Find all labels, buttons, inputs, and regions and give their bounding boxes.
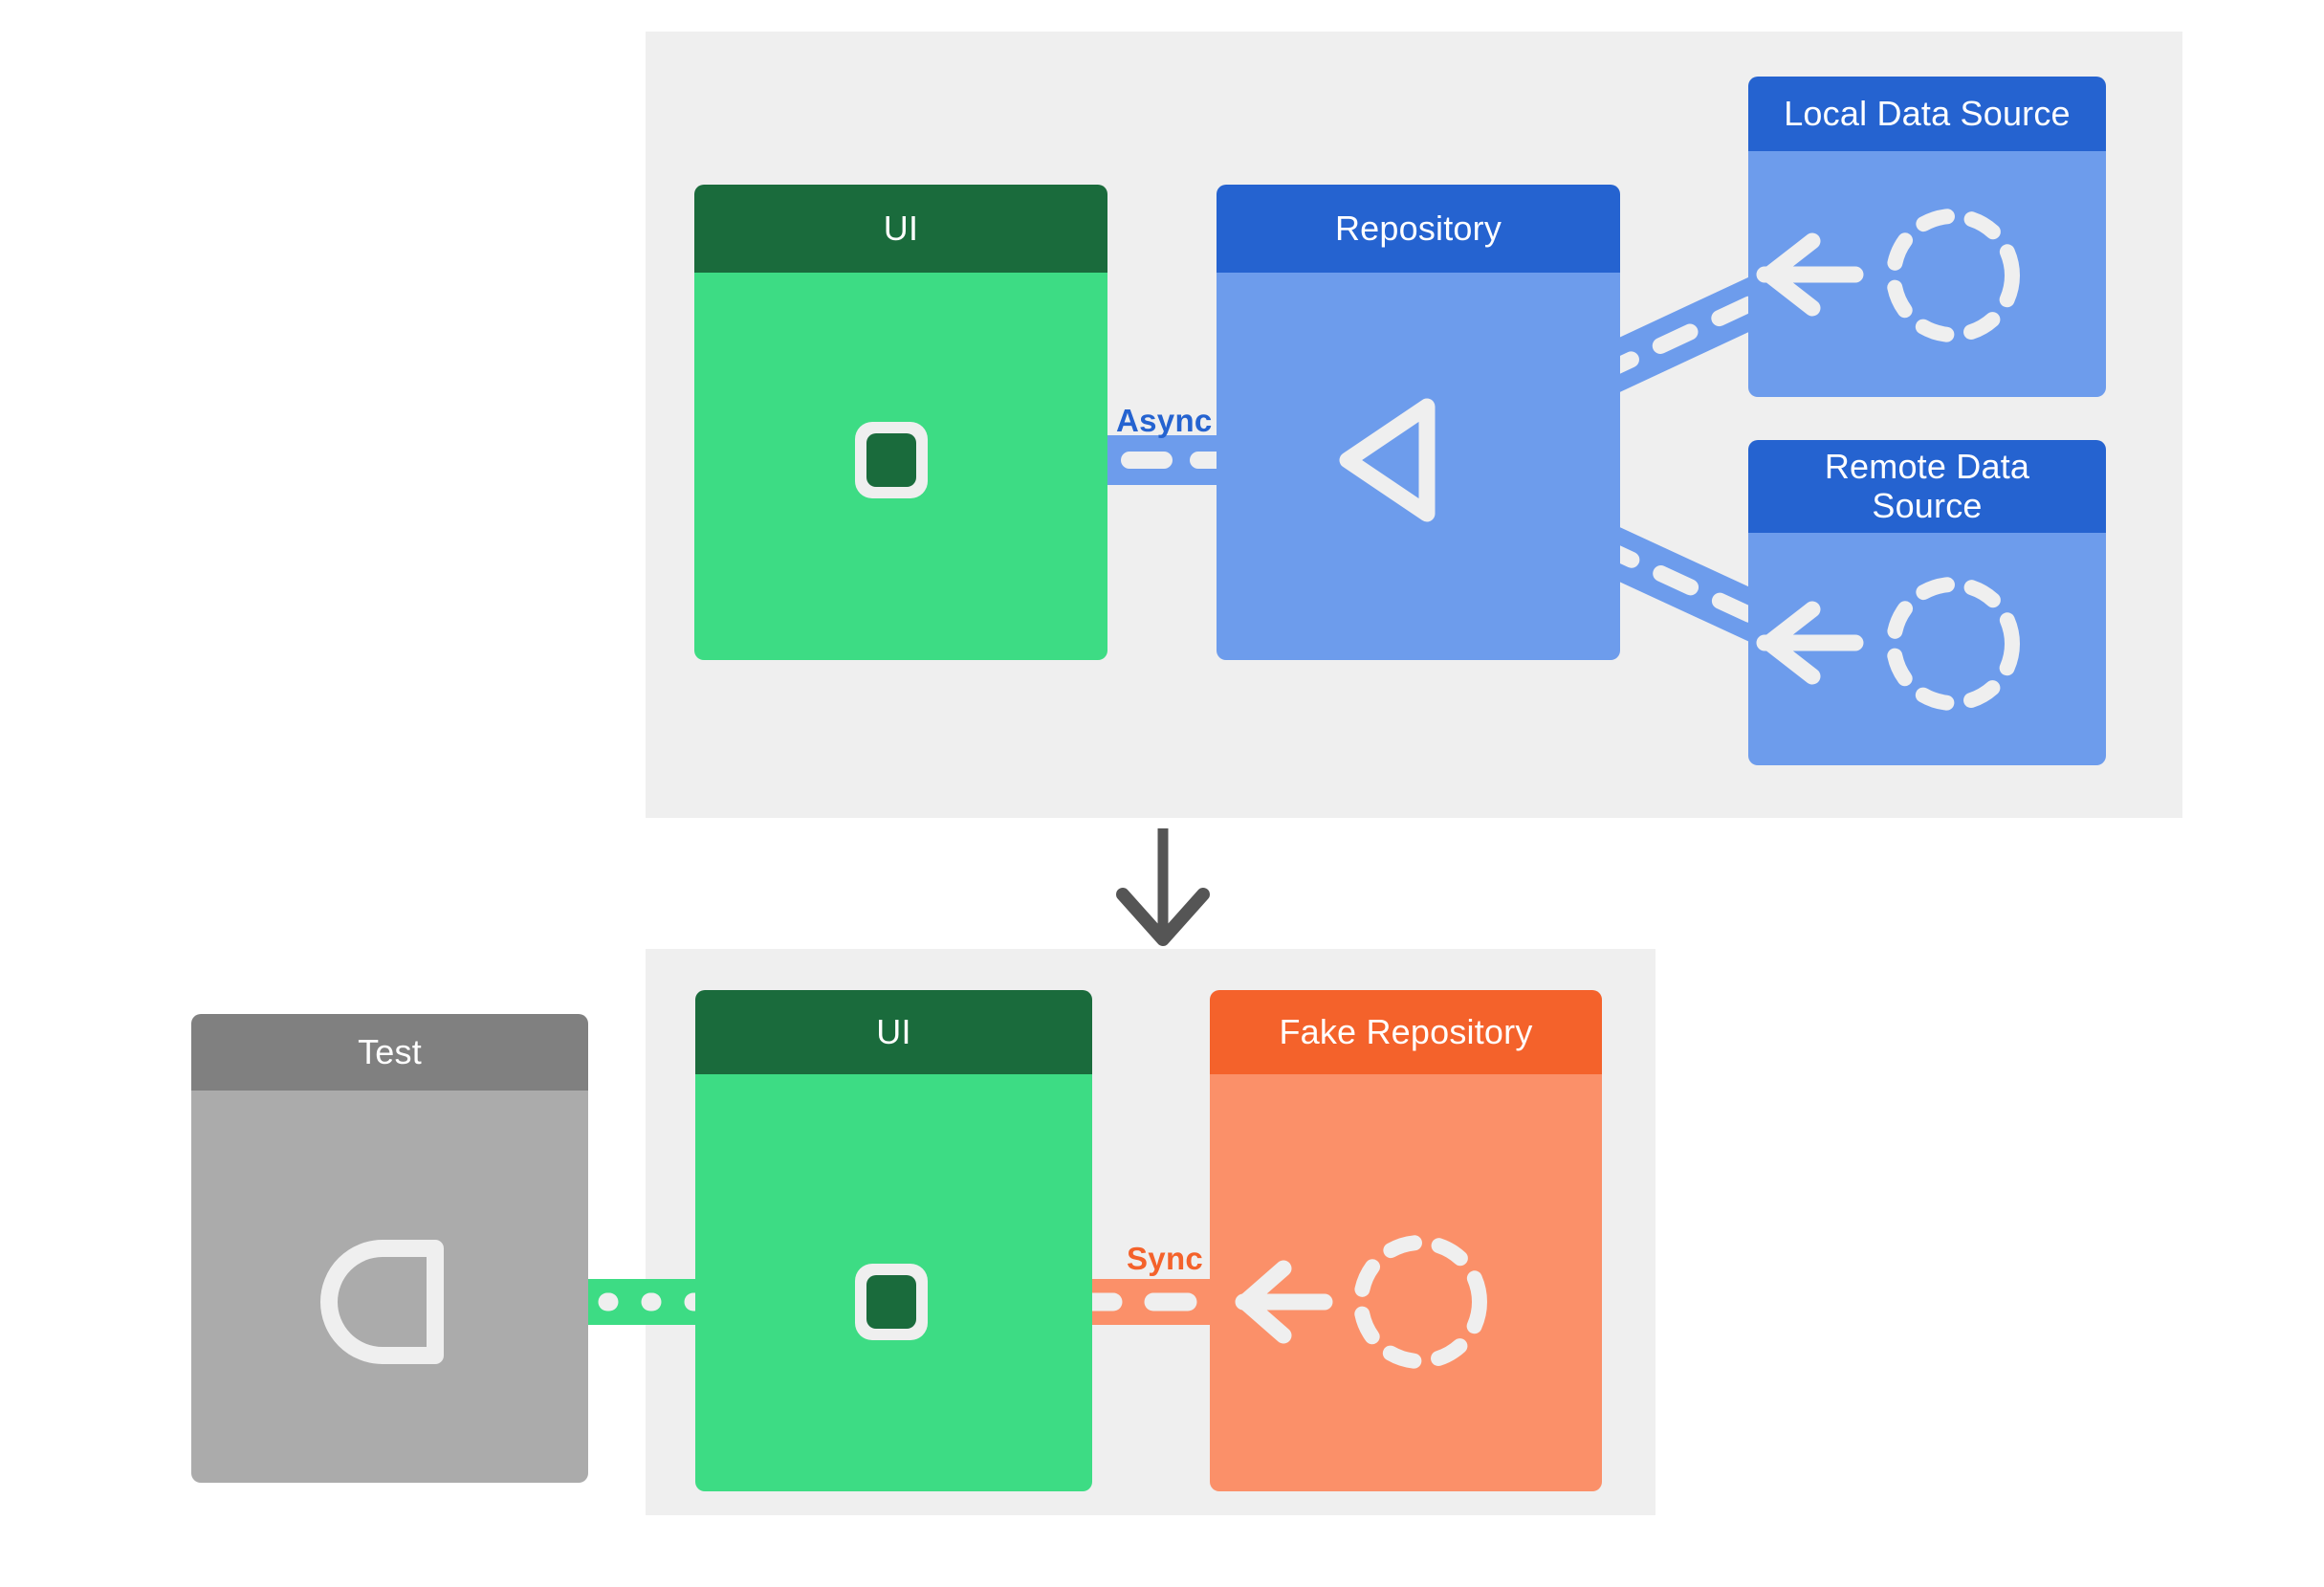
node-repository-body: [1217, 273, 1620, 660]
node-fake-repository-title: Fake Repository: [1210, 990, 1602, 1074]
node-ui-title: UI: [694, 185, 1107, 273]
node-remote-data-source[interactable]: Remote Data Source: [1748, 440, 2106, 765]
connector-label-async: Async: [1116, 403, 1213, 438]
node-repository-title: Repository: [1217, 185, 1620, 273]
connector-label-sync: Sync: [1127, 1241, 1204, 1276]
node-local-data-source-title: Local Data Source: [1748, 77, 2106, 151]
node-local-data-source-body: [1748, 151, 2106, 397]
node-remote-data-source-body: [1748, 533, 2106, 765]
node-ui-test-title: UI: [695, 990, 1092, 1074]
node-ui-production[interactable]: UI: [694, 185, 1107, 660]
ui-port-icon: [855, 422, 928, 498]
node-repository[interactable]: Repository: [1217, 185, 1620, 660]
node-test-body: [191, 1091, 588, 1483]
node-fake-repository-body: [1210, 1074, 1602, 1491]
node-ui-test[interactable]: UI: [695, 990, 1092, 1491]
node-test[interactable]: Test: [191, 1014, 588, 1483]
ui-test-port-icon: [855, 1264, 928, 1340]
node-test-title: Test: [191, 1014, 588, 1091]
node-fake-repository[interactable]: Fake Repository: [1210, 990, 1602, 1491]
node-remote-data-source-title: Remote Data Source: [1748, 440, 2106, 533]
node-local-data-source[interactable]: Local Data Source: [1748, 77, 2106, 397]
